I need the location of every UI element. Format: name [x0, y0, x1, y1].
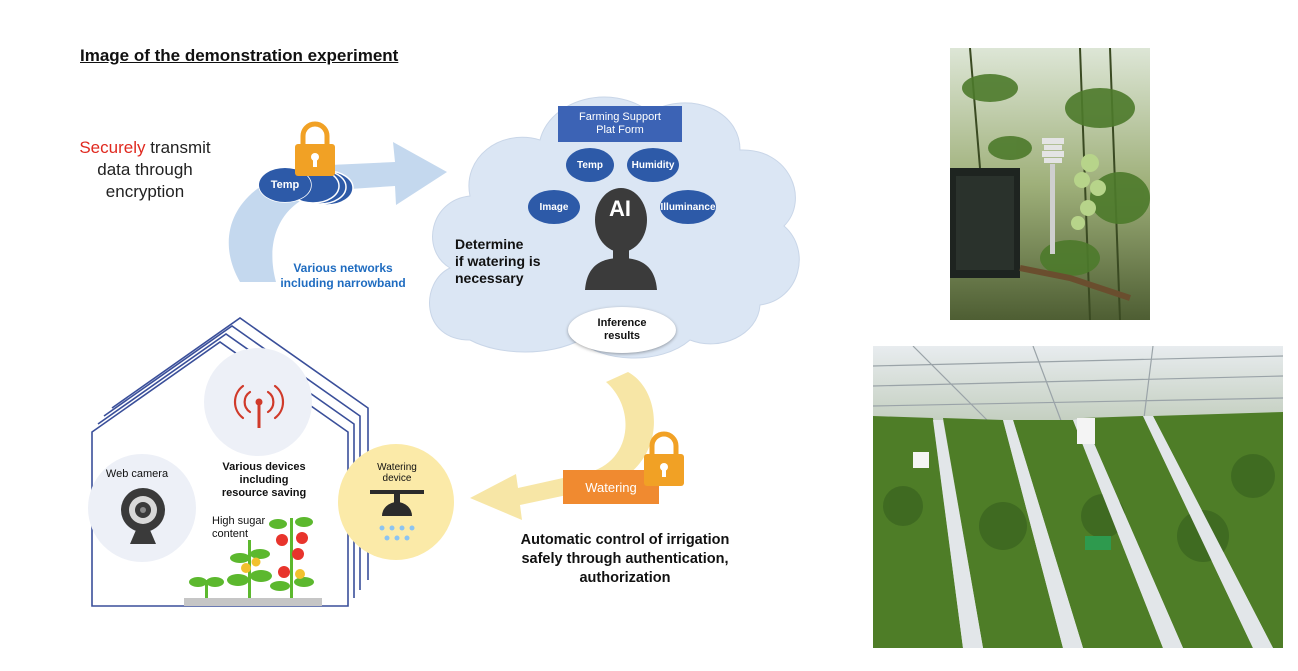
automatic-control-text: Automatic control of irrigation safely t… [490, 531, 760, 588]
transmit-line2: data through [97, 160, 193, 179]
devices-line2: including [239, 474, 289, 486]
sensor-station-photo [950, 48, 1150, 320]
high-sugar-line2: content [212, 528, 249, 540]
auto-line1: Automatic control of irrigation [520, 532, 730, 548]
sensor-bubble-illuminance: Illuminance [660, 190, 716, 224]
soil-bed [184, 598, 322, 606]
inference-line1: Inference [597, 317, 647, 329]
auto-line2: safely through authentication, [521, 551, 729, 567]
watering-device-line2: device [382, 473, 412, 484]
secure-transmit-text: Securely transmit data through encryptio… [50, 137, 240, 203]
web-camera-label: Web camera [105, 468, 169, 480]
ai-label: AI [609, 196, 631, 221]
greenhouse-rows-illustration [873, 346, 1283, 648]
determine-line1: Determine [455, 236, 524, 252]
farming-platform-box: Farming Support Plat Form [558, 106, 682, 142]
high-sugar-label: High sugar content [212, 515, 282, 541]
sensor-bubble-humidity: Humidity [627, 148, 679, 182]
watering-device-line1: Watering [377, 462, 417, 473]
transmit-word: transmit [145, 138, 211, 157]
platform-line1: Farming Support [579, 111, 661, 123]
antenna-signal-icon [233, 384, 285, 428]
inference-results-bubble: Inference results [568, 307, 676, 353]
auto-line3: authorization [579, 570, 671, 586]
web-camera-icon [121, 488, 165, 544]
networks-label: Various networks including narrowband [263, 261, 423, 291]
watering-command-tag: Watering [563, 470, 659, 504]
sensor-bubble-temp: Temp [566, 148, 614, 182]
sprinkler-icon [370, 490, 424, 541]
determine-line2: if watering is [455, 253, 541, 269]
platform-line2: Plat Form [596, 124, 644, 136]
devices-line3: resource saving [221, 487, 307, 499]
inference-line2: results [603, 330, 641, 342]
high-sugar-line1: High sugar [212, 515, 266, 527]
ai-head-icon [585, 188, 657, 290]
determine-text: Determine if watering is necessary [455, 236, 585, 287]
lock-icon [295, 121, 335, 176]
watering-device-label: Watering device [357, 462, 437, 484]
devices-line1: Various devices [222, 461, 306, 473]
transmit-line3: encryption [105, 182, 185, 201]
lock-icon [644, 431, 684, 486]
devices-label: Various devices including resource savin… [205, 461, 323, 500]
networks-line2: including narrowband [280, 276, 406, 290]
sensor-station-illustration [950, 48, 1150, 320]
tomato-plant-icon [189, 517, 314, 598]
networks-line1: Various networks [293, 261, 393, 275]
sensor-bubble-image: Image [528, 190, 580, 224]
greenhouse-rows-photo [873, 346, 1283, 648]
page-title: Image of the demonstration experiment [80, 46, 399, 65]
determine-line3: necessary [455, 270, 524, 286]
securely-highlight: Securely [79, 138, 146, 157]
